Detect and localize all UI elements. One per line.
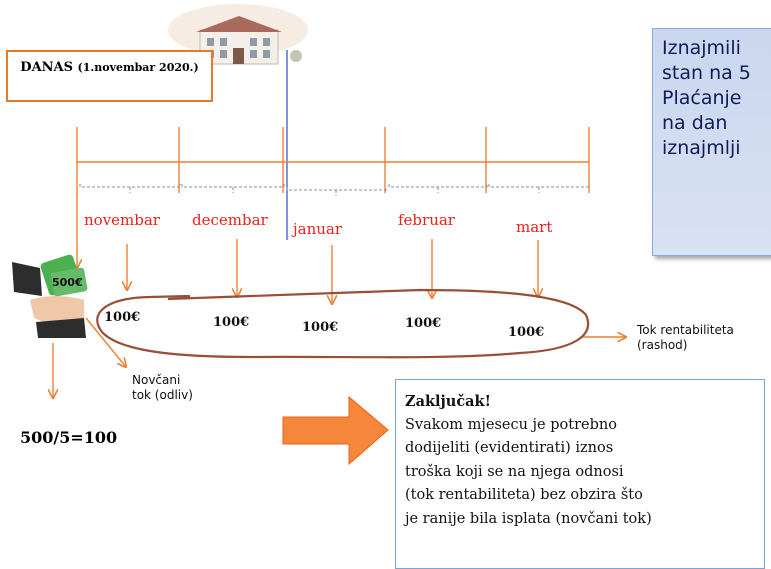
cashflow-label: Novčani tok (odliv) (132, 373, 193, 403)
cashflow-label-line: Novčani (132, 373, 181, 387)
rentability-label-line: (rashod) (637, 338, 688, 352)
conclusion-line: dodijeliti (evidentirati) iznos (405, 440, 614, 456)
coin-amount: 500€ (52, 276, 83, 289)
amount-november: 100€ (104, 310, 141, 325)
amount-january: 100€ (302, 320, 339, 335)
rent-line: na dan (662, 112, 728, 134)
conclusion-line: je ranije bila isplata (novčani tok) (405, 510, 652, 527)
rent-line: Plaćanje (662, 87, 742, 109)
arrows (53, 192, 626, 398)
timeline (76, 127, 590, 193)
conclusion-line: (tok rentabiliteta) bez obzira što (405, 487, 643, 503)
month-braces (79, 184, 590, 196)
today-date: (1.novembar 2020.) (77, 61, 199, 74)
month-december: decembar (192, 211, 268, 229)
rent-line: iznajmlji (662, 137, 741, 159)
month-november: novembar (84, 211, 160, 229)
money-hands-icon (12, 254, 88, 338)
month-march: mart (516, 218, 553, 236)
amount-february: 100€ (405, 316, 442, 331)
formula: 500/5=100 (20, 428, 118, 447)
rent-info-box: Iznajmili stan na 5 Plaćanje na dan izna… (652, 28, 771, 256)
conclusion-box: Zaključak! Svakom mjesecu je potrebno do… (395, 379, 765, 569)
rentability-label: Tok rentabiliteta (rashod) (637, 323, 734, 353)
today-box: DANAS (1.novembar 2020.) (6, 50, 213, 102)
cashflow-label-line: tok (odliv) (132, 388, 193, 402)
rent-line: Iznajmili (662, 37, 741, 59)
amount-december: 100€ (213, 315, 250, 330)
amount-march: 100€ (508, 325, 545, 340)
rentability-loop (96, 288, 590, 359)
conclusion-title: Zaključak! (405, 393, 491, 410)
conclusion-line: troška koji se na njega odnosi (405, 463, 624, 480)
conclusion-line: Svakom mjesecu je potrebno (405, 416, 617, 433)
today-label: DANAS (20, 60, 74, 75)
rent-line: stan na 5 (662, 62, 751, 84)
month-february: februar (398, 211, 455, 229)
big-arrow-icon (282, 395, 389, 466)
rentability-label-line: Tok rentabiliteta (637, 323, 734, 337)
month-january: januar (293, 220, 343, 238)
